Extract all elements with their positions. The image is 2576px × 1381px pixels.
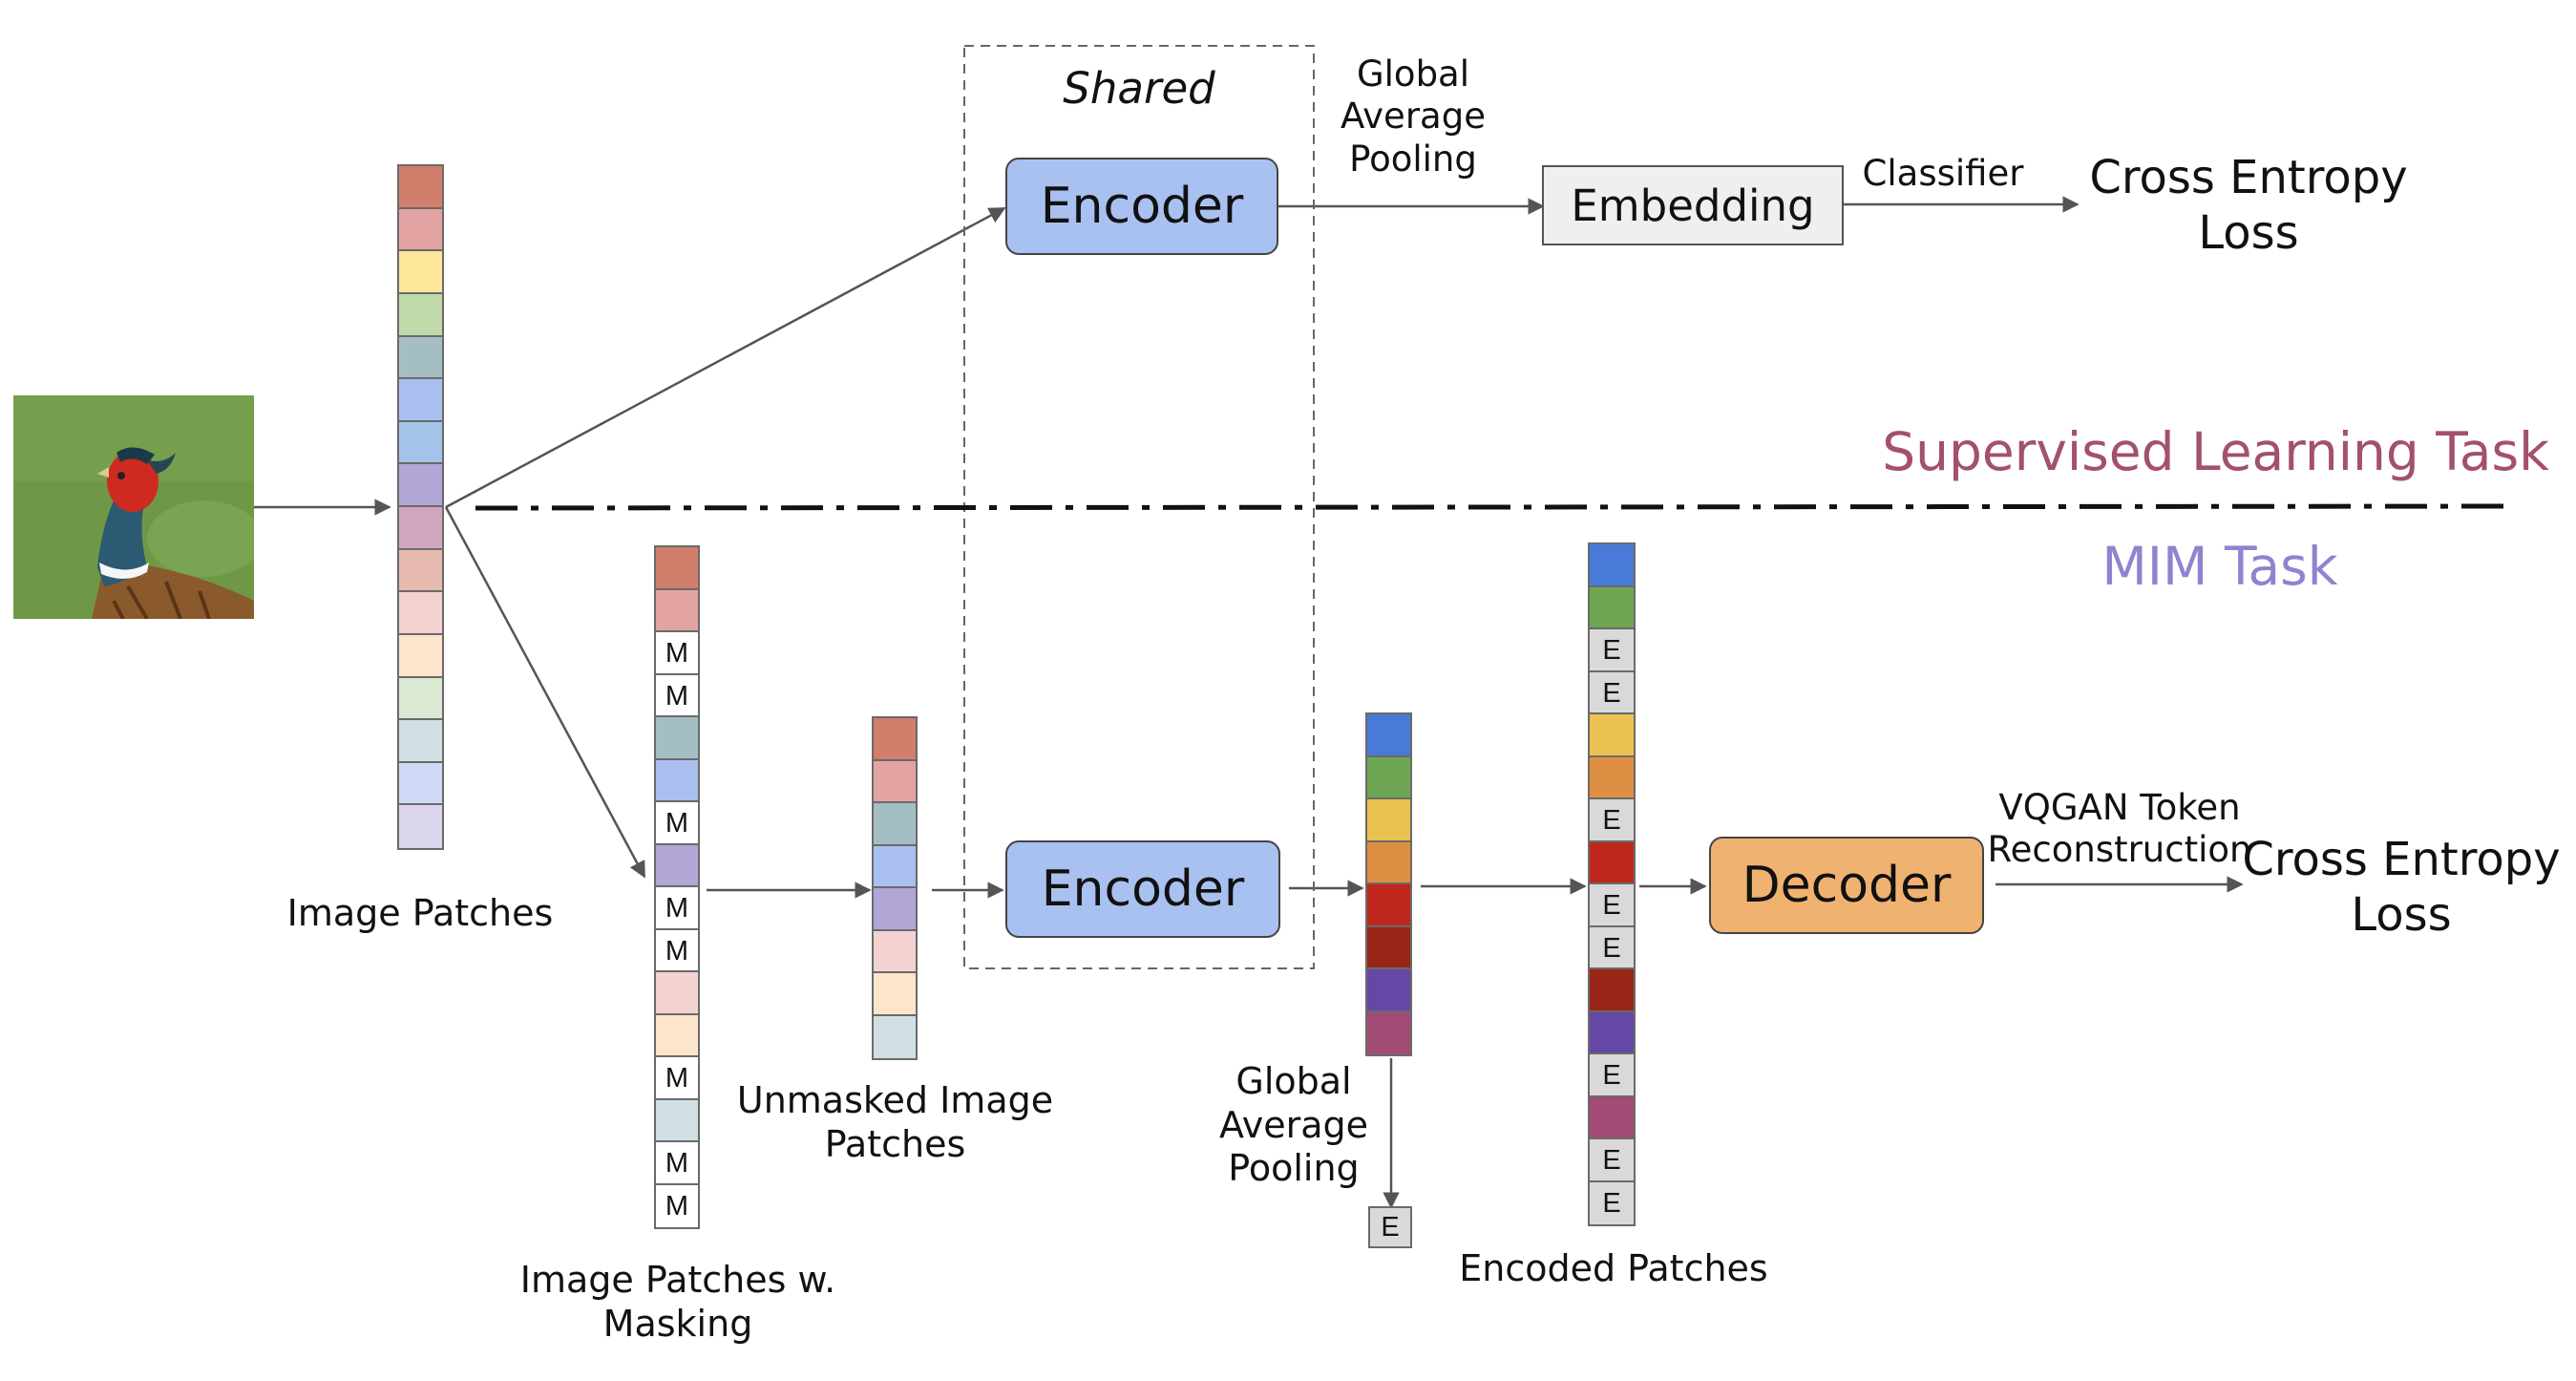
patch-cell — [874, 803, 916, 846]
token-cell: E — [1590, 1139, 1634, 1182]
patch-cell — [399, 421, 442, 465]
ce-top-label: Cross Entropy Loss — [2089, 151, 2408, 260]
unmasked-patches-label: Unmasked Image Patches — [736, 1079, 1054, 1165]
token-cell: E — [1590, 799, 1634, 842]
patch-cell — [874, 973, 916, 1016]
patch-cell — [1367, 841, 1410, 884]
patch-cell — [399, 549, 442, 593]
patch-cell — [656, 1014, 698, 1057]
patch-cell — [1590, 544, 1634, 587]
gap-top-label: Global Average Pooling — [1341, 53, 1486, 180]
patch-cell — [399, 507, 442, 550]
image-patches-stack — [397, 164, 444, 850]
patch-cell — [399, 166, 442, 209]
token-cell: E — [1590, 629, 1634, 672]
patch-cell — [1367, 1011, 1410, 1054]
patch-cell — [399, 634, 442, 678]
patch-cell — [399, 592, 442, 635]
patch-cell — [399, 251, 442, 294]
classifier-label: Classifier — [1862, 153, 2024, 194]
supervised-task-label: Supervised Learning Task — [1882, 421, 2549, 482]
patch-cell — [399, 208, 442, 252]
pheasant-head — [107, 451, 158, 512]
patch-cell — [399, 336, 442, 380]
patch-cell — [1367, 884, 1410, 927]
patch-cell — [399, 293, 442, 337]
input-image — [13, 395, 254, 619]
decoder-box: Decoder — [1709, 837, 1984, 934]
patch-cell — [656, 1099, 698, 1142]
patch-cell — [1590, 841, 1634, 884]
patch-cell — [1590, 1011, 1634, 1054]
patch-cell — [874, 1015, 916, 1058]
patch-cell — [1590, 586, 1634, 629]
patch-cell — [399, 720, 442, 763]
patch-cell — [656, 547, 698, 590]
vqgan-label: VQGAN Token Reconstruction — [1987, 787, 2252, 871]
patch-cell — [399, 677, 442, 721]
patch-cell — [656, 844, 698, 887]
token-cell: M — [656, 674, 698, 717]
token-cell: M — [656, 1142, 698, 1185]
arrow-patches-to-encoder-top — [445, 206, 1006, 509]
ce-bottom-label: Cross Entropy Loss — [2242, 833, 2561, 942]
token-cell: E — [1590, 1181, 1634, 1224]
image-patches-label: Image Patches — [286, 892, 554, 934]
patch-cell — [1367, 756, 1410, 799]
unmasked-patches-stack — [872, 716, 918, 1060]
patch-cell — [874, 845, 916, 888]
shared-label: Shared — [1063, 63, 1215, 114]
patch-cell — [1590, 714, 1634, 757]
token-cell: E — [1590, 1054, 1634, 1097]
task-divider — [475, 503, 2514, 511]
patch-cell — [1590, 1096, 1634, 1139]
encoded-patches-label: Encoded Patches — [1459, 1247, 1768, 1289]
token-cell: M — [656, 1184, 698, 1227]
patch-cell — [399, 464, 442, 507]
patch-cell — [874, 760, 916, 803]
token-cell: E — [1590, 884, 1634, 927]
mim-task-label: MIM Task — [2101, 536, 2338, 597]
token-cell: M — [656, 632, 698, 675]
gap-bottom-label: Global Average Pooling — [1218, 1060, 1369, 1190]
patch-cell — [1590, 756, 1634, 799]
patch-cell — [1590, 969, 1634, 1012]
token-cell: M — [656, 887, 698, 930]
patch-cell — [399, 762, 442, 806]
patch-cell — [656, 589, 698, 632]
gap-token-stack: E — [1368, 1206, 1412, 1248]
patch-cell — [656, 717, 698, 760]
token-cell: E — [1370, 1208, 1410, 1246]
patch-cell — [874, 888, 916, 931]
token-cell: M — [656, 929, 698, 972]
patch-cell — [399, 805, 442, 848]
patch-cell — [874, 718, 916, 761]
token-cell: M — [656, 802, 698, 845]
patch-cell — [1367, 969, 1410, 1012]
patch-cell — [399, 379, 442, 422]
token-cell: E — [1590, 926, 1634, 969]
encoder-top-box: Encoder — [1005, 158, 1278, 255]
encoder-output-stack — [1365, 712, 1412, 1056]
masked-patches-label: Image Patches w. Masking — [519, 1259, 836, 1345]
patch-cell — [656, 972, 698, 1015]
patch-cell — [1367, 799, 1410, 842]
patch-cell — [1367, 714, 1410, 757]
patch-cell — [874, 930, 916, 973]
patch-cell — [1367, 926, 1410, 969]
token-cell: E — [1590, 671, 1634, 714]
token-cell: M — [656, 1057, 698, 1100]
embedding-box: Embedding — [1542, 165, 1844, 245]
patch-cell — [656, 759, 698, 802]
encoder-bottom-box: Encoder — [1005, 840, 1280, 938]
pheasant-neck — [97, 500, 147, 586]
arrow-patches-to-masked — [444, 506, 646, 879]
